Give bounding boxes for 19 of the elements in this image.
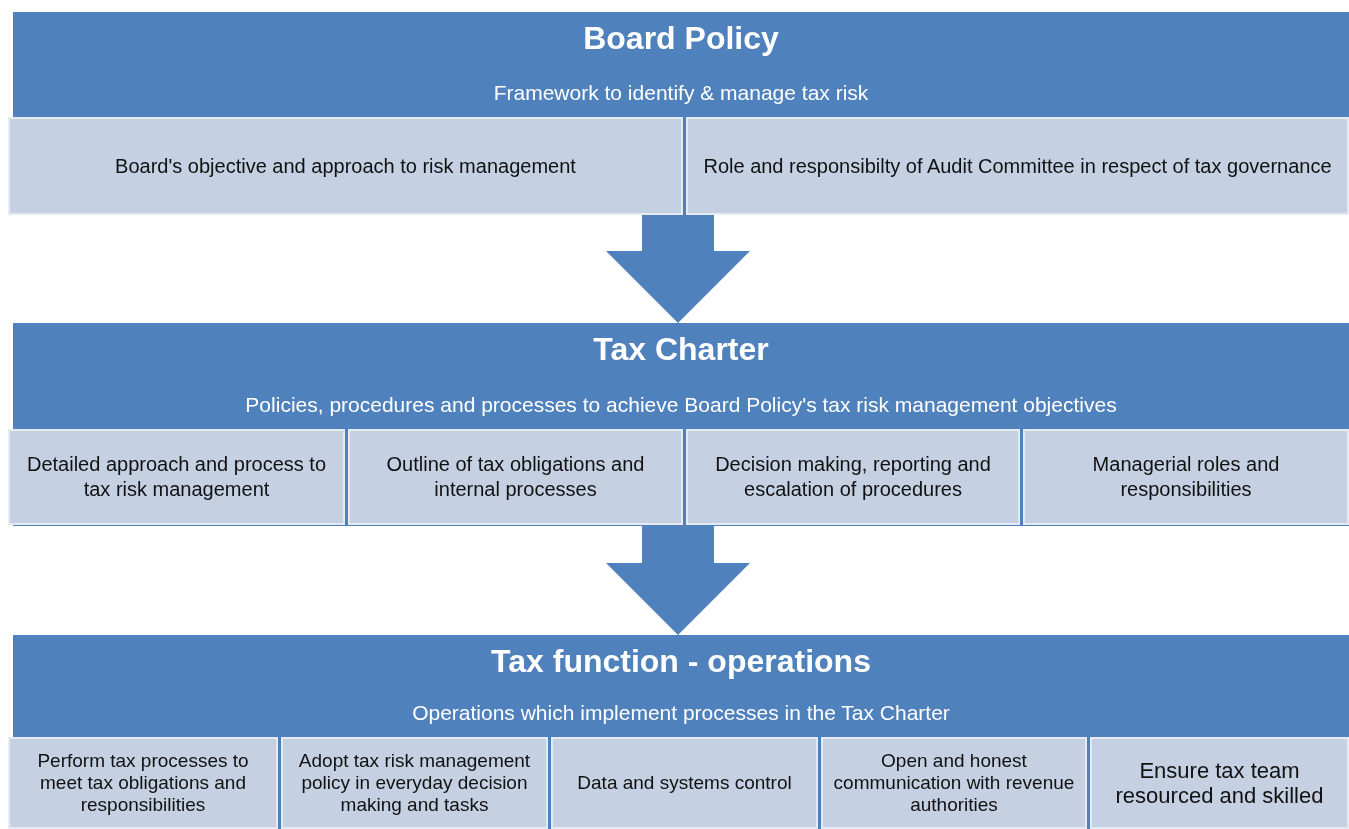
info-panel: Managerial roles and responsibilities	[1023, 429, 1349, 525]
info-panel: Role and responsibilty of Audit Committee in respect of tax governance	[686, 117, 1349, 215]
band-subtitle: Framework to identify & manage tax risk	[492, 81, 870, 105]
band-title: Tax function - operations	[490, 643, 872, 680]
info-panel: Decision making, reporting and escalation of procedures	[686, 429, 1020, 525]
block-arrow	[606, 215, 750, 323]
info-panel: Perform tax processes to meet tax obligations and responsibilities	[8, 737, 278, 829]
info-panel: Board's objective and approach to risk management	[8, 117, 683, 215]
info-panel: Detailed approach and process to tax risk management	[8, 429, 345, 525]
info-panel: Data and systems control	[551, 737, 818, 829]
band-title: Board Policy	[582, 20, 780, 57]
band-subtitle: Operations which implement processes in the Tax Charter	[411, 701, 951, 725]
info-panel: Adopt tax risk management policy in everyday decision making and tasks	[281, 737, 548, 829]
block-arrow	[606, 526, 750, 635]
info-panel: Ensure tax team resourced and skilled	[1090, 737, 1349, 829]
band-title: Tax Charter	[592, 331, 770, 368]
info-panel: Open and honest communication with revenue authorities	[821, 737, 1087, 829]
band-subtitle: Policies, procedures and processes to achieve Board Policy's tax risk management objectives	[244, 393, 1118, 417]
info-panel: Outline of tax obligations and internal processes	[348, 429, 683, 525]
